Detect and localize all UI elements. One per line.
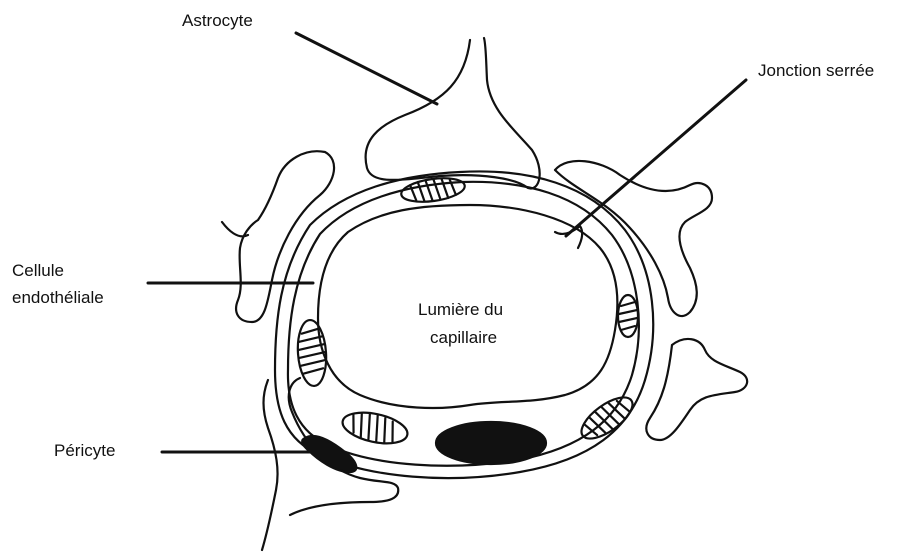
lumen-label-line1: Lumière du [418, 300, 503, 319]
tight-junction-leader-line [566, 80, 746, 236]
astrocyte-top-foot [366, 38, 540, 188]
mitochondrion-left [296, 319, 329, 387]
mitochondrion-right [618, 295, 638, 337]
basement-membrane [288, 182, 639, 466]
astrocyte-right-foot [555, 161, 712, 316]
endothelial-nucleus [436, 422, 546, 464]
astrocyte-processes [222, 38, 747, 550]
tight-junction-label: Jonction serrée [758, 58, 874, 84]
endothelial-cell-label-line1: Cellule [12, 258, 64, 284]
astrocyte-right-lower-foot [646, 339, 747, 440]
lumen-label-line2: capillaire [430, 328, 497, 347]
leader-lines [148, 33, 746, 452]
endothelial-cell-label-line2: endothéliale [12, 285, 104, 311]
astrocyte-label: Astrocyte [182, 8, 253, 34]
astrocyte-leader-line [296, 33, 437, 104]
pericyte-label: Péricyte [54, 438, 115, 464]
mitochondrion-bottom-left [340, 407, 410, 448]
pericyte-cell [302, 436, 356, 472]
